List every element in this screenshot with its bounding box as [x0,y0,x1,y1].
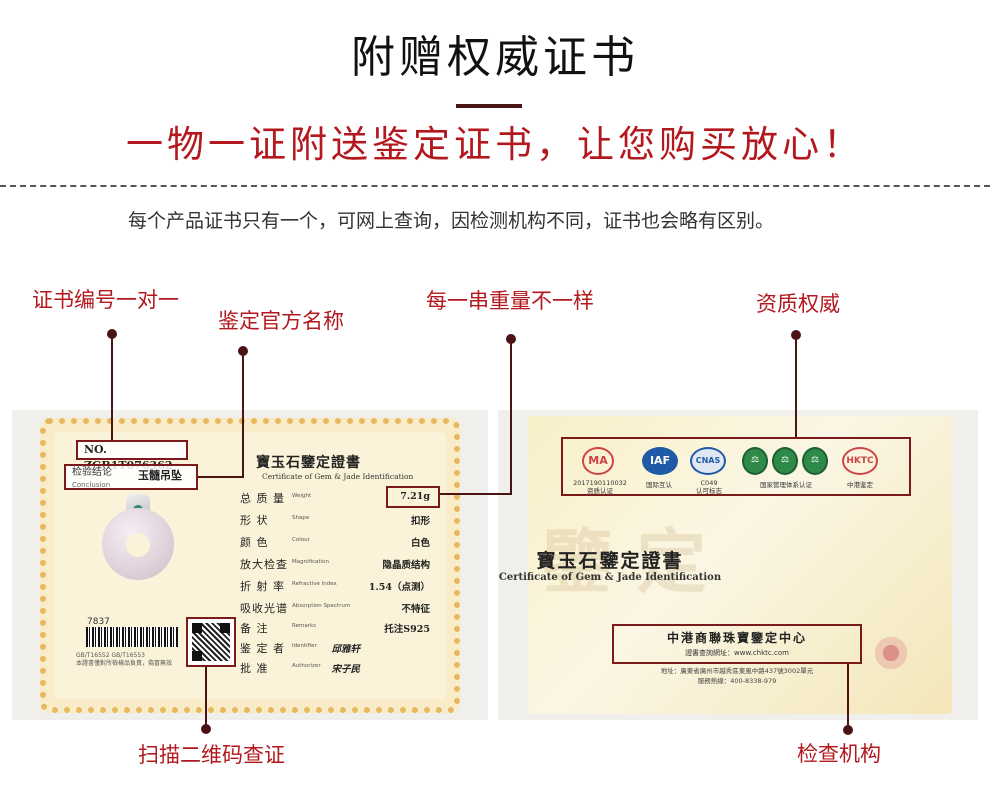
barcode [86,627,178,647]
iaf-logo-icon: IAF [642,447,678,475]
hktc-logo-label: 中港鉴定 [847,481,873,489]
connector-official-name-v [242,351,244,478]
conclusion-value: 玉髓吊坠 [138,469,182,482]
cert-number-box: NO. ZGB1T076362 [76,440,188,472]
agency-url: 證書查詢網址：www.chktc.com [685,649,789,657]
iaf-logo-label: 国际互认 [646,481,672,489]
page-title: 附赠权威证书 [351,32,639,83]
intro-note: 每个产品证书只有一个，可网上查询，因检测机构不同，证书也会略有区别。 [128,210,775,232]
agency-name: 中港商聯珠寶鑒定中心 [666,631,807,645]
qualification-logos-box [561,437,911,496]
slogan: 一物一证附送鉴定证书，让您购买放心！ [126,123,864,166]
hktc-logo-icon: HKTC [842,447,878,475]
connector-official-name-h [198,476,244,478]
qr-code[interactable] [186,617,236,667]
conclusion-box: 检验结论 Conclusion 玉髓吊坠 [64,464,198,490]
agency-box [612,624,862,664]
iso-logo-icon-1: ⚖ [742,447,768,475]
conclusion-label: 检验结论 [72,467,112,478]
connector-qualification [795,335,797,437]
watermark-seal: 鑒 定 [542,520,707,603]
callout-dot-scan-qr [201,724,211,734]
cert-code: 7837 [87,617,110,627]
agency-address: 地址：廣東省廣州市越秀區東風中路437號3002單元 服務熱線：400-8338… [660,667,814,685]
ma-logo-icon: MA [582,447,614,475]
connector-agency [847,664,849,728]
iso-logo-icon-3: ⚖ [802,447,828,475]
right-cert-subtitle: Certificate of Gem & Jade Identification [498,572,722,583]
left-cert-title: 寶玉石鑒定證書 [256,455,361,471]
connector-scan-qr [205,667,207,727]
callout-weight: 每一串重量不一样 [426,289,594,313]
iso-logo-icon-2: ⚖ [772,447,798,475]
iso-logo-label: 国家管理体系认证 [760,481,812,489]
left-cert-subtitle: Certificate of Gem & Jade Identification [262,472,414,481]
callout-official-name: 鉴定官方名称 [218,309,344,333]
callout-cert-number: 证书编号一对一 [32,288,179,312]
callout-dot-agency [843,725,853,735]
ma-logo-label: 2017190110032 资质认证 [573,479,627,495]
conclusion-en: Conclusion [72,481,111,489]
callout-scan-qr: 扫描二维码查证 [138,743,285,767]
callout-agency: 检查机构 [797,742,881,766]
connector-weight-v [510,339,512,495]
pendant-hole [126,533,150,557]
connector-weight-h [440,493,512,495]
cnas-logo-label: C049 认可标志 [696,479,722,495]
dashed-divider [0,185,990,187]
cnas-logo-icon: CNAS [690,447,726,475]
bauhinia-emblem-icon [872,634,910,672]
standards-text: GB/T16552 GB/T16553 本證書僅對所檢樣品負責，偽冒無效 [76,652,173,667]
weight-highlight-box [386,486,440,508]
callout-qualification: 资质权威 [756,292,840,316]
connector-cert-number [111,334,113,440]
title-underline [456,104,522,108]
right-cert-title: 寶玉石鑒定證書 [536,550,684,572]
